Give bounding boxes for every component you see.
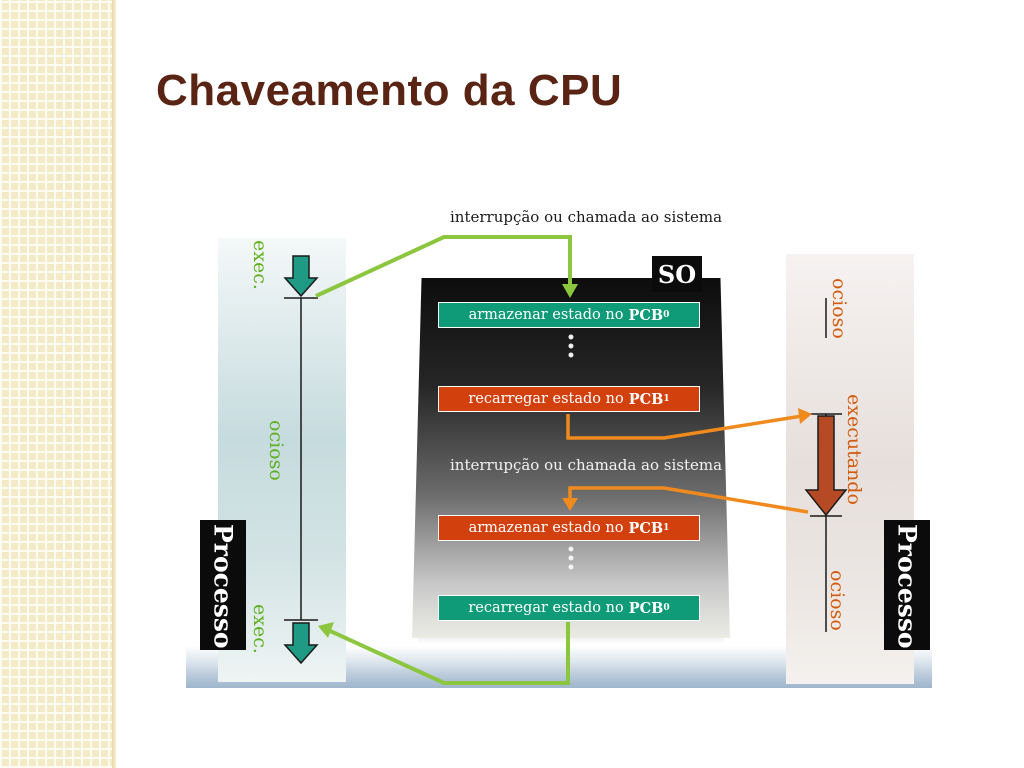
flow-p1-to-os-head xyxy=(562,498,578,511)
op-save-pcb1-text: armazenar estado no xyxy=(468,520,624,536)
ellipsis-dots-bottom: ••• xyxy=(566,542,576,576)
process-p0-label: Processo P 0 xyxy=(200,520,246,650)
os-label: SO xyxy=(652,256,702,292)
flow-os-to-p0-head xyxy=(318,622,334,638)
flow-os-to-p0 xyxy=(327,622,570,685)
p1-state-running: executando xyxy=(843,394,865,505)
p0-exec-arrow-top xyxy=(283,255,319,298)
op-save-pcb0-pcb: PCB xyxy=(628,306,664,324)
op-reload-pcb0-pcb: PCB xyxy=(628,599,664,617)
p0-exec-arrow-bottom xyxy=(283,622,319,665)
op-reload-pcb1-sub: 1 xyxy=(663,394,670,404)
decorative-strip-edge xyxy=(112,0,116,768)
op-save-pcb0-sub: 0 xyxy=(663,310,670,320)
flow-p1-to-os xyxy=(568,486,809,514)
flow-p0-to-os xyxy=(315,235,572,298)
op-reload-pcb1-text: recarregar estado no xyxy=(468,391,624,407)
os-block xyxy=(412,278,730,638)
p1-state-idle-bottom: ocioso xyxy=(826,570,848,631)
caption-middle-interrupt: interrupção ou chamada ao sistema xyxy=(450,456,723,474)
op-save-pcb1-pcb: PCB xyxy=(628,519,664,537)
decorative-left-strip xyxy=(0,0,112,768)
op-reload-pcb1-pcb: PCB xyxy=(628,390,664,408)
p1-state-idle-top: ocioso xyxy=(828,278,850,339)
op-save-pcb0-text: armazenar estado no xyxy=(468,307,624,323)
flow-os-to-p1 xyxy=(566,414,803,440)
p1-running-arrow xyxy=(804,415,848,517)
process-p1-label: Processo P 1 xyxy=(884,520,930,650)
caption-top-interrupt: interrupção ou chamada ao sistema xyxy=(450,208,723,226)
flow-p0-to-os-head xyxy=(562,284,578,298)
p0-state-idle: ocioso xyxy=(265,420,287,481)
p0-state-exec-bottom: exec. xyxy=(249,604,271,654)
op-save-pcb1-sub: 1 xyxy=(663,523,670,533)
p0-state-exec-top: exec. xyxy=(249,240,271,290)
slide-title: Chaveamento da CPU xyxy=(156,66,623,115)
op-reload-pcb0-text: recarregar estado no xyxy=(468,600,624,616)
flow-os-to-p1-head xyxy=(798,408,812,424)
op-reload-pcb0-sub: 0 xyxy=(663,603,670,613)
ellipsis-dots-top: ••• xyxy=(566,330,576,364)
